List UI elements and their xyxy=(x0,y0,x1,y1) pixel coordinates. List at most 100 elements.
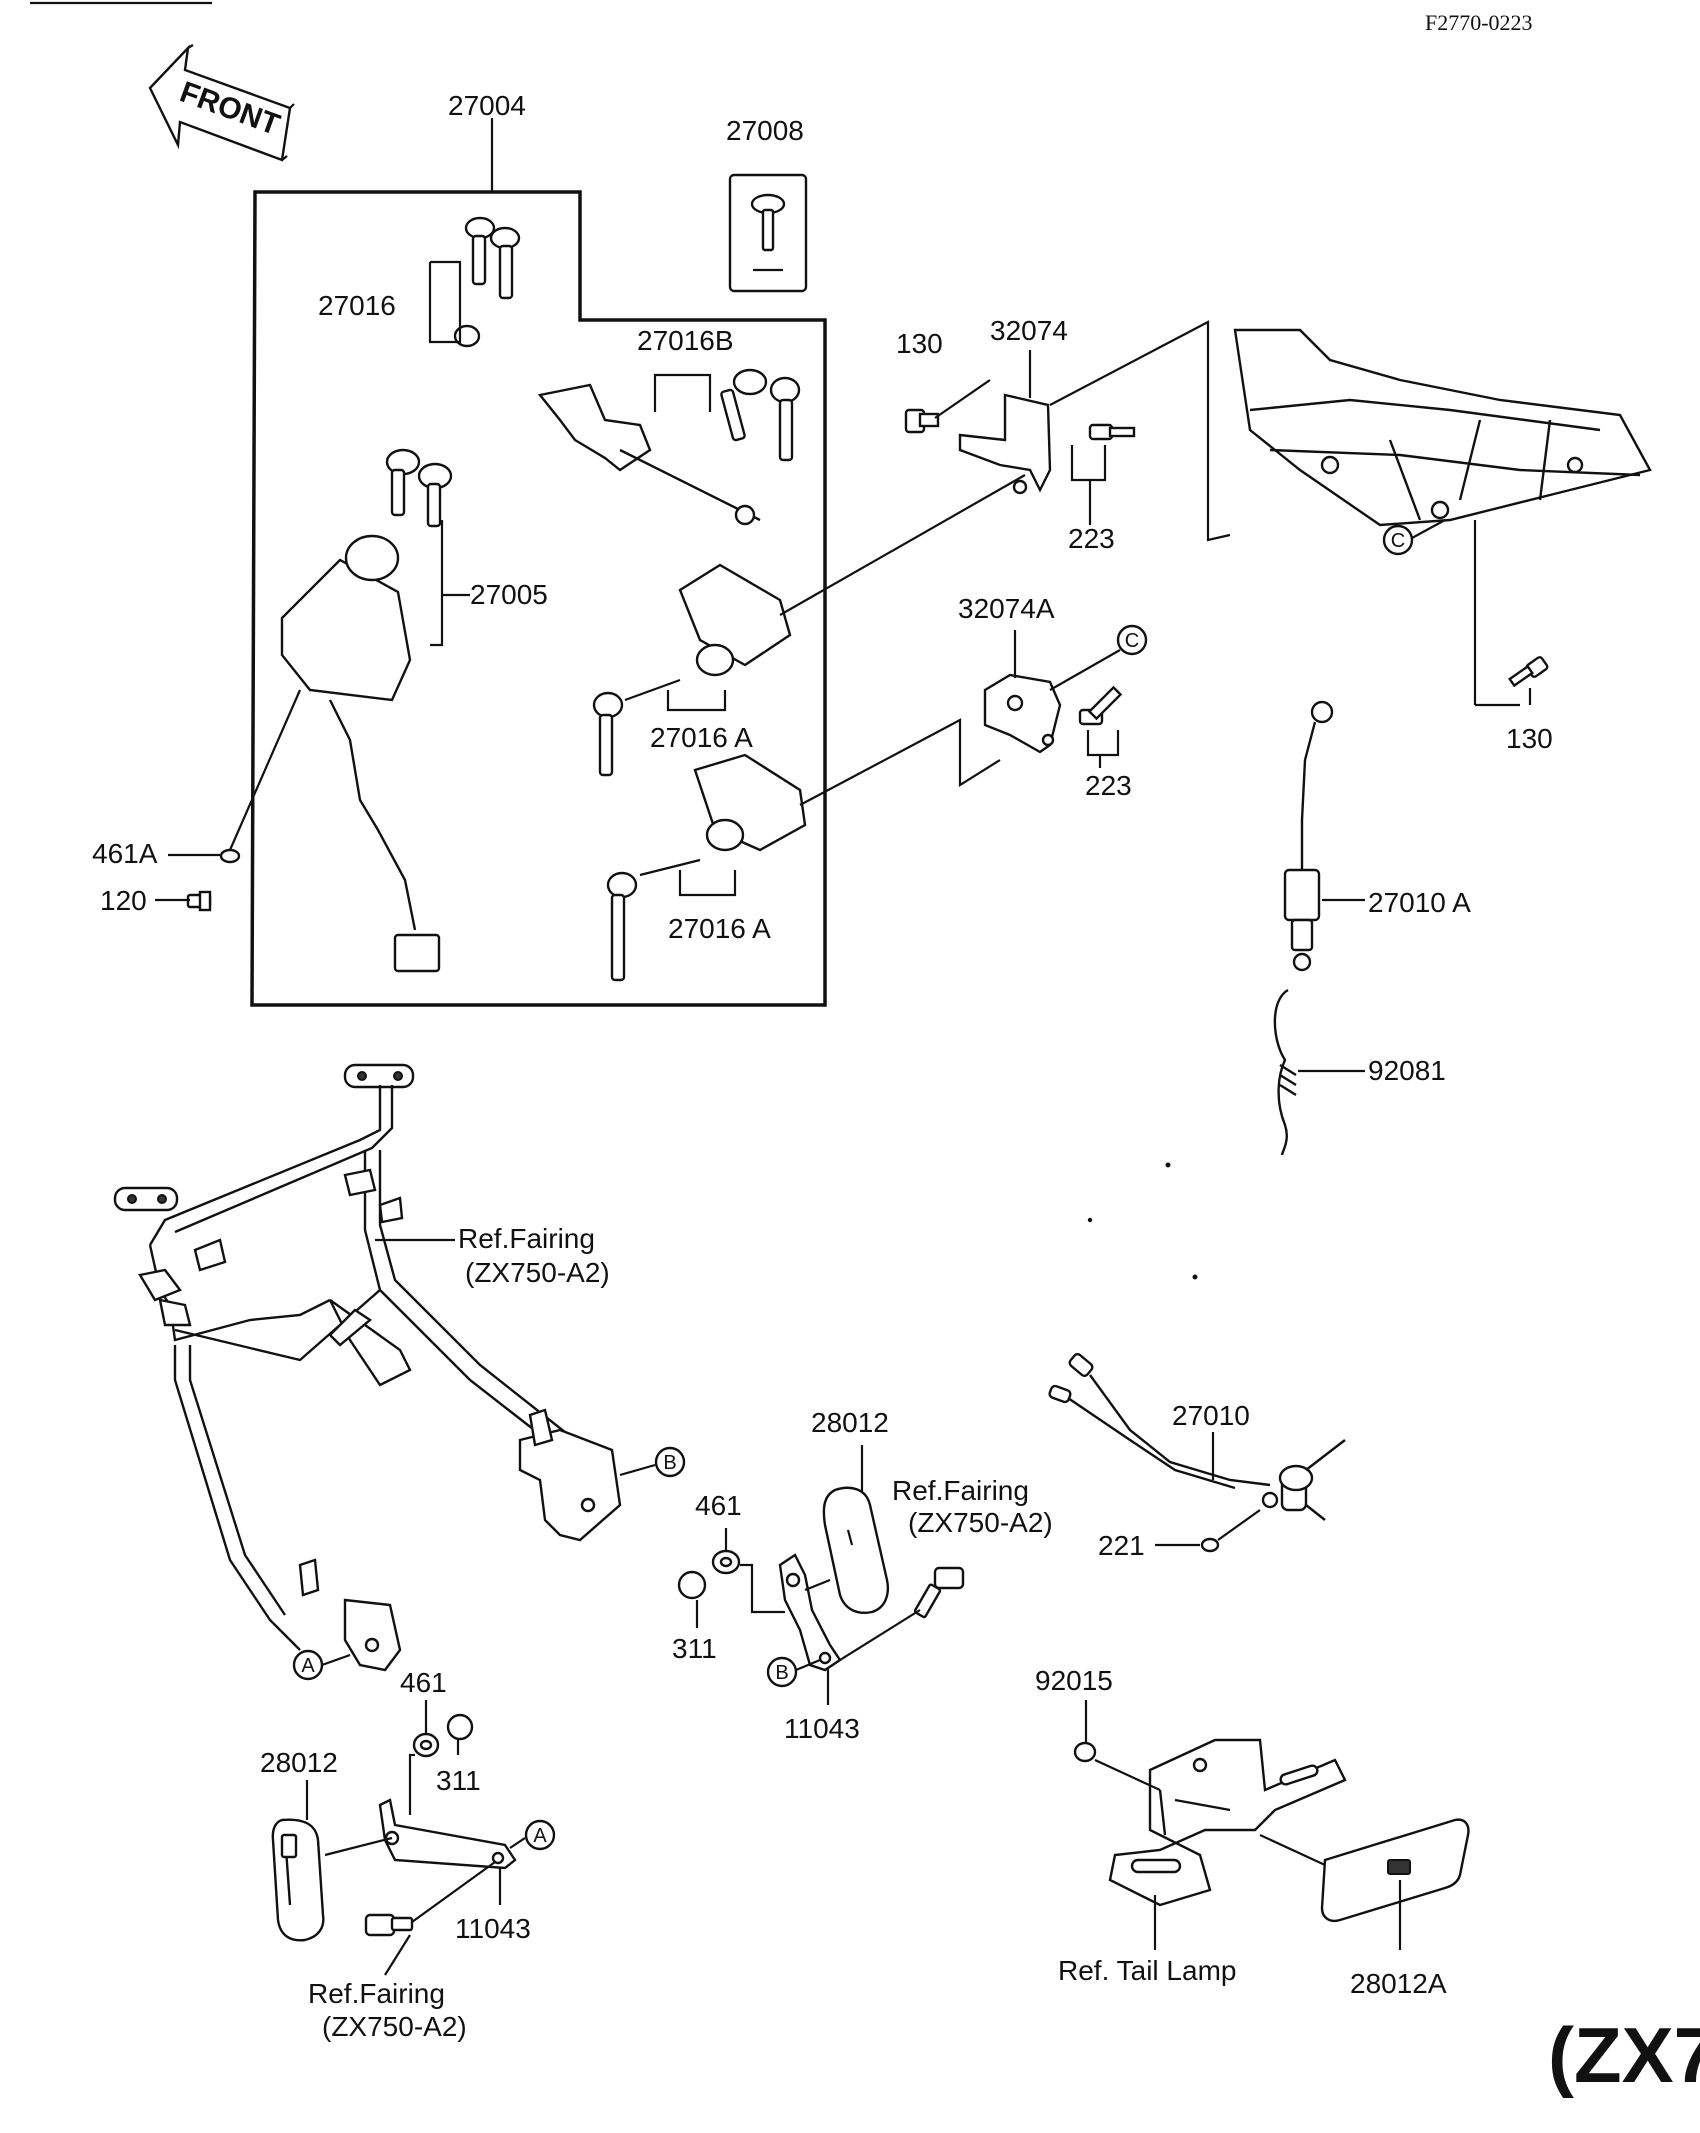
helmet-lock-27016A-upper xyxy=(592,563,792,777)
leader-461-to-bracket xyxy=(740,1563,785,1614)
washer-461A-and-bolt-120 xyxy=(186,848,241,912)
washer-461-left xyxy=(412,1732,440,1758)
scan-speck xyxy=(1192,1274,1198,1280)
callout-461A: 461A xyxy=(92,838,158,869)
kit-box-27004 xyxy=(250,190,827,1007)
switch-27010A xyxy=(1283,700,1334,972)
callout-27010: 27010 xyxy=(1172,1400,1250,1431)
bolt-130-lower xyxy=(1508,656,1549,688)
callout-130-upper: 130 xyxy=(896,328,943,359)
ref-fairing-3-line1: Ref.Fairing xyxy=(308,1978,445,2009)
callout-11043-center: 11043 xyxy=(784,1713,860,1744)
marker-C-top-label: C xyxy=(1391,530,1405,552)
marker-A-frame-label: A xyxy=(301,1655,315,1677)
bracket-27016B xyxy=(653,373,712,412)
ref-fairing-1-line1: Ref.Fairing xyxy=(458,1223,595,1254)
marker-B-bracket: B xyxy=(766,1656,798,1688)
rear-frame-upper xyxy=(1233,328,1652,527)
helmet-lock-27016A-lower xyxy=(606,753,807,982)
reflector-28012-left xyxy=(271,1818,325,1942)
bracket-32074A xyxy=(983,673,1062,754)
callout-461-left: 461 xyxy=(400,1667,447,1698)
callout-27016A-upper: 27016 A xyxy=(650,722,753,753)
marker-B-frame: B xyxy=(654,1446,686,1478)
callout-27010A: 27010 A xyxy=(1368,887,1471,918)
bracket-27016A-upper xyxy=(666,690,727,712)
marker-C-bracket-label: C xyxy=(1125,630,1139,652)
key-set-27016 xyxy=(453,216,521,348)
scan-speck xyxy=(1087,1217,1093,1223)
marker-A-bracket: A xyxy=(524,1819,556,1851)
bracket-27005 xyxy=(430,520,470,647)
bracket-223-upper xyxy=(1070,445,1107,482)
marker-A-bracket-label: A xyxy=(533,1825,547,1847)
callout-120: 120 xyxy=(100,885,147,916)
ref-tail-lamp: Ref. Tail Lamp xyxy=(1058,1955,1236,1986)
ref-fairing-2-line1: Ref.Fairing xyxy=(892,1475,1029,1506)
key-tag-27008 xyxy=(728,173,808,293)
bracket-11043-center xyxy=(778,1553,842,1672)
nut-311-left xyxy=(446,1713,474,1741)
callout-223-upper: 223 xyxy=(1068,523,1115,554)
bolt-left xyxy=(364,1913,414,1937)
bracket-27016 xyxy=(428,260,462,344)
leader-130-upper xyxy=(934,379,991,419)
callout-28012-center: 28012 xyxy=(811,1407,889,1438)
leader-27016A-to-32074 xyxy=(779,474,1026,616)
ref-fairing-3-line2: (ZX750-A2) xyxy=(322,2011,467,2042)
reflector-28012-center xyxy=(822,1486,889,1614)
bolt-223-upper xyxy=(1088,423,1136,441)
drawing-code: F2770-0223 xyxy=(1425,10,1533,35)
callout-27008: 27008 xyxy=(726,115,804,146)
leader-frame-upper xyxy=(1049,320,1231,542)
scan-speck xyxy=(1165,1162,1171,1168)
bolt-223-lower xyxy=(1078,685,1123,726)
callout-92015: 92015 xyxy=(1035,1665,1113,1696)
fairing-bracket-frame xyxy=(113,1063,622,1672)
license-plate-bracket xyxy=(1108,1738,1347,1907)
callout-223-lower: 223 xyxy=(1085,770,1132,801)
bracket-32074 xyxy=(958,393,1052,495)
model-code-partial: (ZX7 xyxy=(1548,2011,1700,2099)
marker-C-top: C xyxy=(1382,524,1414,556)
bracket-11043-left xyxy=(378,1798,517,1870)
callout-92081: 92081 xyxy=(1368,1055,1446,1086)
callout-32074: 32074 xyxy=(990,315,1068,346)
ref-fairing-1-line2: (ZX750-A2) xyxy=(465,1257,610,1288)
bracket-27016A-lower xyxy=(678,870,737,897)
callout-130-lower: 130 xyxy=(1506,723,1553,754)
callout-27004: 27004 xyxy=(448,90,526,121)
bolt-130-upper xyxy=(904,408,940,434)
washer-461-center xyxy=(711,1549,741,1575)
callout-461-center: 461 xyxy=(695,1490,742,1521)
callout-32074A: 32074A xyxy=(958,593,1055,624)
callout-311-left: 311 xyxy=(436,1765,481,1796)
callout-27016B: 27016B xyxy=(637,325,734,356)
leader-27016A-to-32074A xyxy=(799,718,1001,806)
marker-B-frame-label: B xyxy=(663,1452,676,1474)
callout-27016: 27016 xyxy=(318,290,396,321)
screw-221 xyxy=(1200,1509,1261,1553)
callout-27016A-lower: 27016 A xyxy=(668,913,771,944)
callout-28012-left: 28012 xyxy=(260,1747,338,1778)
nut-311-center xyxy=(677,1570,707,1600)
callout-11043-left: 11043 xyxy=(455,1913,531,1944)
bracket-223-lower xyxy=(1086,730,1120,757)
callout-27005: 27005 xyxy=(470,579,548,610)
marker-B-bracket-label: B xyxy=(775,1662,788,1684)
leader-461-left xyxy=(408,1753,415,1815)
nut-92015 xyxy=(1073,1741,1097,1763)
marker-A-frame: A xyxy=(292,1649,324,1681)
callout-221: 221 xyxy=(1098,1530,1145,1561)
marker-C-bracket: C xyxy=(1116,624,1148,656)
seat-lock-27016B xyxy=(537,368,801,526)
bolt-center xyxy=(913,1566,965,1619)
switch-27010 xyxy=(1048,1353,1346,1521)
spring-92081 xyxy=(1273,988,1297,1156)
reflector-28012A xyxy=(1259,1818,1470,1922)
front-arrow: FRONT xyxy=(148,44,295,162)
ref-fairing-2-line2: (ZX750-A2) xyxy=(908,1507,1053,1538)
ignition-switch-27005 xyxy=(228,448,453,973)
callout-28012A: 28012A xyxy=(1350,1968,1447,1999)
